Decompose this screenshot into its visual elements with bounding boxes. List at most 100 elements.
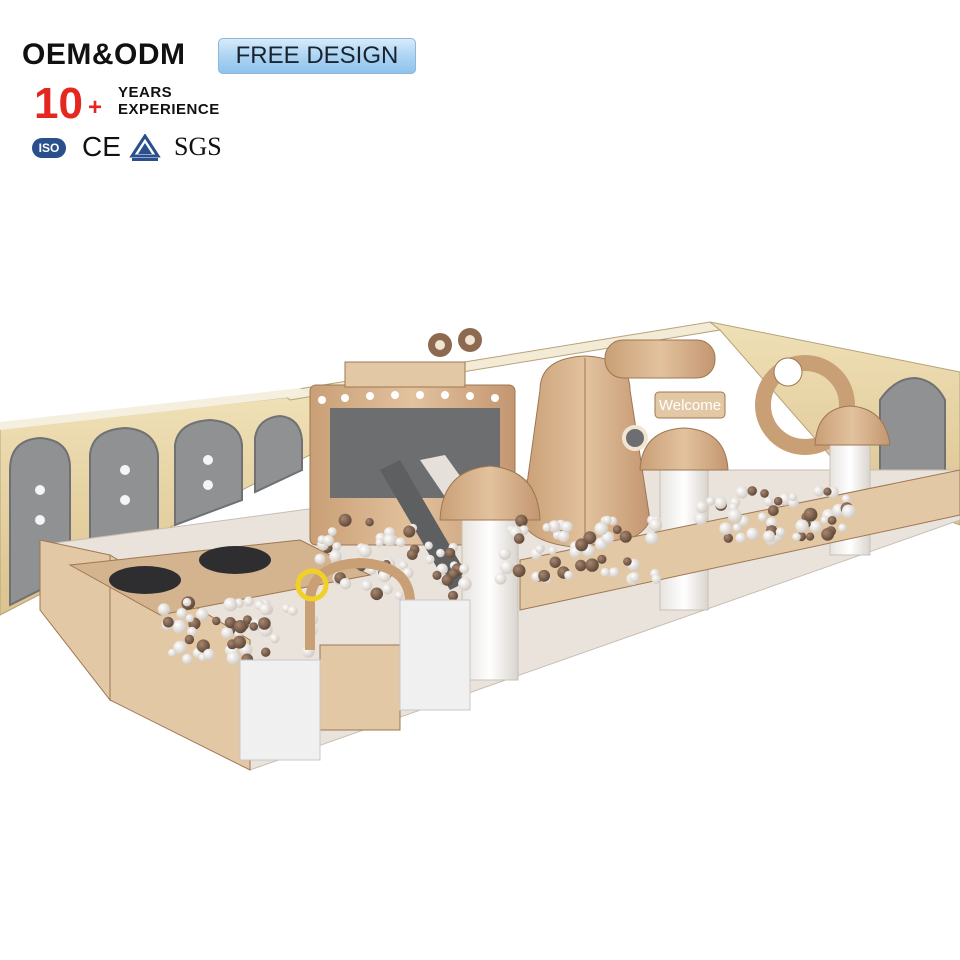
years-line: YEARS — [118, 84, 173, 101]
ball — [695, 500, 708, 514]
free-design-button[interactable]: FREE DESIGN — [218, 38, 416, 74]
castle-gate-icon — [239, 557, 471, 761]
crawl-tube — [604, 339, 716, 379]
ball — [820, 515, 829, 525]
ball — [732, 523, 742, 532]
ball — [259, 603, 272, 616]
iso-badge-icon: ISO — [32, 138, 66, 158]
ball — [757, 512, 768, 522]
ball — [645, 531, 659, 545]
ball — [258, 617, 271, 630]
ball — [694, 512, 708, 526]
ball — [841, 494, 851, 504]
ball — [332, 542, 342, 551]
ball — [261, 647, 271, 657]
ball — [184, 634, 195, 645]
ball — [338, 513, 352, 527]
welcome-sign: Welcome — [654, 391, 726, 419]
ball — [447, 590, 459, 601]
ball — [719, 522, 732, 535]
ball — [629, 572, 640, 583]
ball — [226, 651, 240, 665]
ball — [329, 550, 342, 563]
window-dots — [35, 455, 213, 525]
ball — [623, 557, 632, 566]
ball — [383, 533, 397, 547]
ball — [458, 577, 472, 591]
ball — [841, 504, 856, 519]
ball — [233, 635, 247, 649]
ball — [494, 572, 507, 585]
ball — [602, 515, 612, 525]
ball — [424, 541, 433, 550]
ball — [182, 653, 193, 665]
ball — [157, 603, 170, 616]
ball — [403, 525, 416, 538]
ce-mark-icon: CE — [82, 131, 121, 162]
ball — [773, 496, 783, 506]
ball — [499, 560, 514, 575]
ball — [327, 527, 337, 536]
ball — [706, 496, 716, 506]
ball — [406, 549, 418, 560]
ball — [448, 568, 459, 579]
ball — [249, 622, 258, 631]
ball — [314, 553, 326, 565]
ball — [727, 508, 742, 523]
ball — [575, 559, 587, 572]
welcome-text: Welcome — [659, 397, 721, 414]
ball — [548, 520, 561, 533]
ball — [432, 570, 442, 581]
ball — [173, 640, 187, 655]
trampoline-deck — [68, 539, 372, 616]
ball — [609, 567, 620, 578]
ball — [382, 583, 393, 595]
ball — [723, 533, 733, 543]
ball — [196, 608, 209, 621]
ball — [557, 530, 570, 543]
ball — [649, 518, 663, 532]
ball — [370, 587, 384, 601]
vase-tower — [521, 355, 651, 549]
ball — [542, 523, 552, 532]
ball — [765, 517, 778, 529]
ball — [775, 527, 786, 537]
ball — [365, 518, 374, 527]
oem-odm-label: OEM&ODM — [22, 38, 186, 71]
ball — [187, 626, 197, 637]
ball — [813, 485, 825, 497]
ball — [358, 544, 372, 558]
ball — [764, 496, 774, 507]
ball — [269, 633, 280, 644]
ball — [746, 527, 759, 541]
ball — [714, 496, 727, 509]
ball — [221, 627, 234, 639]
ball — [747, 486, 757, 496]
ball — [203, 648, 215, 661]
ball — [735, 486, 749, 499]
ring-wheel — [755, 355, 855, 455]
ball — [224, 617, 236, 629]
ball — [233, 620, 247, 634]
ball — [459, 563, 470, 574]
ball — [612, 525, 622, 534]
ball — [535, 544, 544, 554]
ball — [788, 493, 798, 502]
ball — [162, 616, 174, 628]
ball — [172, 619, 187, 634]
ball — [760, 489, 769, 498]
ball — [425, 554, 435, 565]
ball — [597, 554, 607, 564]
ball — [575, 538, 588, 552]
ball — [838, 523, 847, 533]
ball — [182, 598, 192, 607]
ball — [223, 597, 238, 612]
ball — [323, 535, 334, 546]
ball — [548, 546, 557, 555]
marketing-badges: OEM&ODM FREE DESIGN 10 + YEARS EXPERIENC… — [22, 38, 442, 178]
ball — [827, 516, 837, 525]
ball-pit — [157, 485, 856, 666]
ball — [176, 608, 188, 619]
ball — [806, 532, 815, 541]
tuv-triangle-icon — [129, 134, 161, 161]
